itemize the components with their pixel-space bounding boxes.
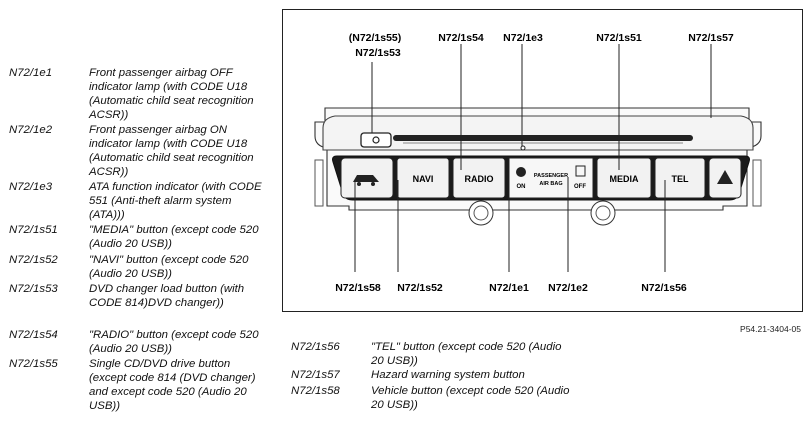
legend-left: N72/1e1 Front passenger airbag OFF indica…: [9, 66, 274, 416]
airbag-off-label: OFF: [574, 184, 586, 190]
figure-frame: NAVI RADIO ON PASSENGER AIR BAG OFF MEDI…: [282, 9, 803, 312]
legend-description: DVD changer load button (with CODE 814)D…: [89, 283, 245, 309]
right-knob[interactable]: [590, 200, 616, 226]
bottom-leader-lines: [354, 175, 666, 272]
callout-s53: N72/1s53: [355, 47, 401, 59]
figure-reference: P54.21-3404-05: [740, 324, 801, 334]
legend-description: Front passenger airbag OFF indicator lam…: [89, 67, 254, 121]
tel-button[interactable]: [654, 157, 706, 199]
airbag-off-icon: [575, 165, 586, 177]
tel-label: TEL: [672, 174, 690, 184]
legend-description: "RADIO" button (except code 520 (Audio 2…: [89, 329, 259, 355]
media-button[interactable]: [596, 157, 652, 199]
legend-description: "MEDIA" button (except code 520 (Audio 2…: [89, 224, 259, 250]
callout-e3: N72/1e3: [503, 32, 543, 44]
legend-right: N72/1s56 "TEL" button (except code 520 (A…: [291, 340, 591, 420]
legend-code: N72/1s53: [9, 283, 58, 295]
radio-label: RADIO: [465, 174, 494, 184]
airbag-label: AIR BAG: [539, 181, 562, 187]
callout-s51: N72/1s51: [596, 32, 642, 44]
callout-e1: N72/1e1: [489, 282, 529, 294]
legend-description: Single CD/DVD drive button (except code …: [89, 358, 256, 412]
upper-bezel: [322, 115, 754, 151]
left-knob[interactable]: [468, 200, 494, 226]
radio-button[interactable]: [452, 157, 506, 199]
legend-code: N72/1e2: [9, 124, 53, 136]
legend-code: N72/1s57: [291, 369, 340, 381]
legend-description: "NAVI" button (except code 520 (Audio 20…: [89, 254, 249, 280]
control-panel-diagram: NAVI RADIO ON PASSENGER AIR BAG OFF MEDI…: [314, 32, 762, 294]
callout-e2: N72/1e2: [548, 282, 588, 294]
callout-s58: N72/1s58: [335, 282, 381, 294]
legend-code: N72/1s54: [9, 329, 58, 341]
legend-description: Front passenger airbag ON indicator lamp…: [89, 124, 254, 178]
airbag-on-icon: [516, 167, 526, 177]
ata-indicator: [520, 145, 526, 151]
legend-description: Vehicle button (except code 520 (Audio 2…: [371, 385, 570, 411]
legend-description: ATA function indicator (with CODE 551 (A…: [89, 181, 262, 221]
legend-code: N72/1s56: [291, 341, 340, 353]
legend-code: N72/1s55: [9, 358, 58, 370]
passenger-label: PASSENGER: [534, 173, 568, 179]
callout-s52: N72/1s52: [397, 282, 443, 294]
callout-s57: N72/1s57: [688, 32, 734, 44]
disc-slot: [393, 135, 693, 141]
legend-code: N72/1s52: [9, 254, 58, 266]
callout-s55: (N72/1s55): [349, 32, 402, 44]
legend-code: N72/1e1: [9, 67, 53, 79]
legend-code: N72/1s51: [9, 224, 58, 236]
legend-code: N72/1e3: [9, 181, 53, 193]
callout-s56: N72/1s56: [641, 282, 687, 294]
legend-description: Hazard warning system button: [371, 369, 525, 381]
legend-code: N72/1s58: [291, 385, 340, 397]
top-leader-lines: [371, 44, 712, 170]
eject-button[interactable]: [360, 132, 392, 148]
callout-s54: N72/1s54: [438, 32, 484, 44]
hazard-icon: [717, 170, 733, 184]
eject-icon: [372, 136, 380, 144]
legend-description: "TEL" button (except code 520 (Audio 20 …: [371, 341, 562, 367]
airbag-on-label: ON: [517, 184, 526, 190]
navi-button[interactable]: [396, 157, 450, 199]
media-label: MEDIA: [610, 174, 640, 184]
navi-label: NAVI: [413, 174, 434, 184]
airbag-indicator-zone: [508, 157, 594, 199]
vehicle-icon: [353, 175, 379, 182]
